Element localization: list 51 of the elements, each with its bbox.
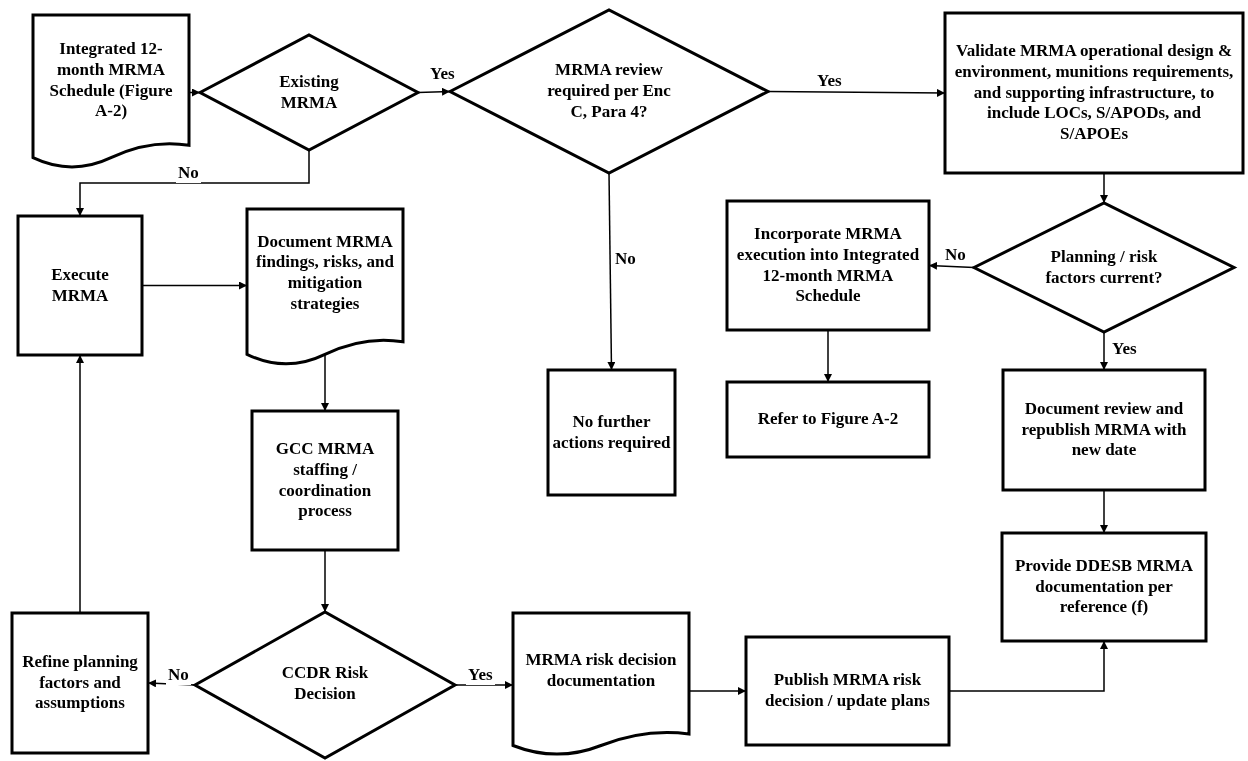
process-box	[1003, 370, 1205, 490]
step-text: Planning / risk factors current?	[1044, 246, 1164, 289]
step-text: Document review and republish MRMA with new date	[1020, 398, 1188, 462]
process-box	[746, 637, 949, 745]
arrow	[454, 681, 514, 689]
step-text: Provide DDESB MRMA documentation per reference (f)	[1013, 555, 1195, 619]
step-text: Refine planning factors and assumptions	[21, 651, 139, 715]
process-box	[548, 370, 675, 495]
arrow	[1100, 331, 1108, 371]
edge-label: Yes	[466, 666, 495, 685]
process-box	[727, 201, 929, 330]
step-text: Document MRMA findings, risks, and mitigation strategies	[255, 231, 395, 315]
arrow	[76, 149, 310, 217]
step-text: GCC MRMA staffing / coordination process	[274, 439, 376, 522]
arrow	[1100, 489, 1108, 534]
process-box	[727, 382, 929, 457]
document-shape	[513, 613, 689, 757]
arrow	[948, 640, 1108, 692]
document-shape	[247, 209, 403, 367]
edge-label: No	[166, 666, 191, 685]
step-text: Validate MRMA operational design & environment, munitions requirements, and supporting infrastructure, to include LOCs, S/APODs, and S/APOEs	[953, 41, 1235, 145]
step-text: MRMA risk decision documentation	[524, 650, 678, 692]
process-box	[945, 13, 1243, 173]
arrow	[824, 329, 832, 383]
arrow	[767, 88, 946, 97]
step-text: No further actions required	[552, 411, 671, 454]
step-text: Publish MRMA risk decision / update plans	[764, 670, 931, 712]
step-text: Execute MRMA	[50, 264, 110, 307]
step-text: Incorporate MRMA execution into Integrated 12-month MRMA Schedule	[735, 224, 921, 307]
edge-label: No	[176, 164, 201, 183]
step-text: Existing MRMA	[278, 71, 340, 114]
process-box	[1002, 533, 1206, 641]
step-text: Refer to Figure A-2	[757, 409, 899, 430]
process-box	[18, 216, 142, 355]
arrow	[321, 353, 329, 412]
decision-diamond	[200, 35, 418, 150]
process-box	[12, 613, 148, 753]
arrow	[417, 87, 451, 96]
arrow	[188, 88, 201, 97]
arrow	[688, 687, 747, 695]
step-text: Integrated 12-month MRMA Schedule (Figure A-2)	[48, 39, 174, 122]
step-text: CCDR Risk Decision	[280, 663, 370, 705]
arrow	[1100, 172, 1108, 204]
step-text: MRMA review required per Enc C, Para 4?	[546, 60, 672, 123]
arrow	[141, 281, 248, 290]
arrow	[321, 549, 329, 613]
decision-diamond	[195, 612, 455, 758]
process-box	[252, 411, 398, 550]
arrow	[76, 354, 84, 614]
arrow	[607, 172, 616, 371]
arrow	[928, 261, 975, 270]
